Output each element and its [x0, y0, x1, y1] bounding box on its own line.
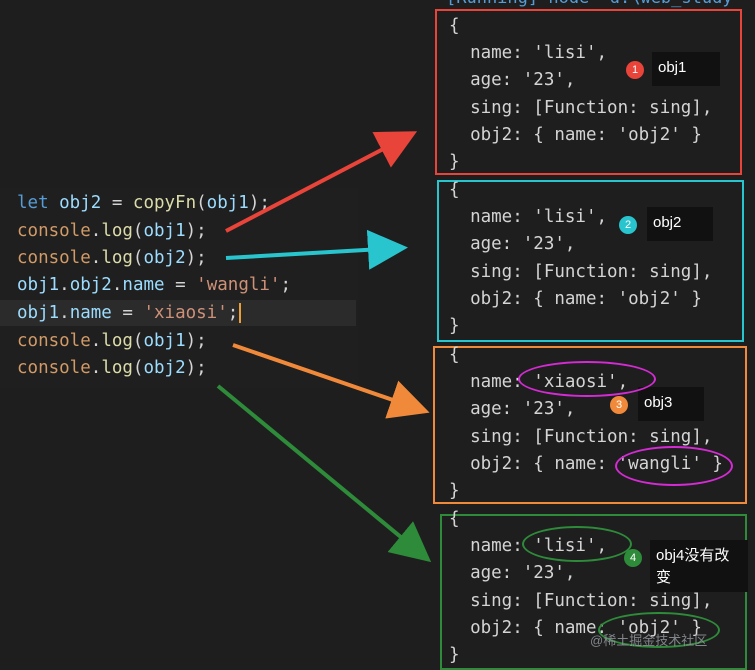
output-line: name: 'lisi',	[449, 207, 608, 228]
code-token: .	[90, 358, 102, 378]
code-token: log	[101, 331, 133, 351]
output-line: sing: [Function: sing],	[449, 261, 713, 282]
code-token: console	[17, 331, 91, 351]
output-line: {	[449, 345, 460, 365]
highlight-wangli	[615, 446, 733, 486]
code-token: console	[17, 248, 91, 268]
badge-number: 3	[610, 396, 628, 414]
code-token: .	[59, 275, 70, 295]
code-token: obj2	[143, 248, 186, 268]
code-token: ;	[280, 275, 292, 295]
code-token: 'wangli'	[196, 275, 281, 295]
code-token: (	[132, 358, 144, 378]
code-token: obj2	[69, 275, 112, 295]
code-token: =	[111, 303, 144, 323]
code-token: log	[101, 248, 133, 268]
output-line: sing: [Function: sing],	[449, 97, 713, 118]
terminal-header: [Running] node "d:\web_study	[446, 0, 733, 8]
output-line: }	[449, 316, 460, 337]
code-token: .	[90, 221, 102, 241]
output-line: obj2: { name: 'obj2' }	[449, 288, 702, 309]
badge-number: 4	[624, 549, 642, 567]
output-line: age: '23',	[449, 563, 576, 584]
watermark: @稀土掘金技术社区	[590, 633, 708, 648]
output-1-box	[435, 9, 742, 175]
code-token: copyFn	[132, 193, 197, 213]
code-line-4[interactable]: obj1.obj2.name = 'wangli';	[17, 272, 291, 298]
code-editor[interactable]: let obj2 = copyFn(obj1);console.log(obj1…	[0, 0, 358, 670]
code-token: (	[132, 331, 144, 351]
code-token: obj2	[48, 193, 102, 213]
code-token: );	[248, 193, 270, 213]
output-2-box	[437, 180, 744, 342]
highlight-lisi	[522, 526, 632, 562]
output-line: {	[449, 180, 460, 200]
code-token: ;	[227, 303, 239, 323]
highlight-xiaosi	[518, 361, 656, 397]
badge-label: obj3	[638, 387, 704, 421]
code-token: obj1	[17, 275, 60, 295]
code-token: .	[59, 303, 70, 323]
code-line-5[interactable]: obj1.name = 'xiaosi';	[0, 300, 356, 326]
output-1-text: { name: 'lisi', age: '23', sing: [Functi…	[449, 13, 712, 176]
code-token: log	[101, 221, 133, 241]
code-token: =	[164, 275, 197, 295]
badge-label: obj2	[647, 207, 713, 241]
code-token: );	[185, 221, 207, 241]
code-token: let	[17, 193, 49, 213]
code-token: obj1	[17, 303, 60, 323]
output-2-text: { name: 'lisi', age: '23', sing: [Functi…	[449, 177, 712, 340]
code-token: log	[101, 358, 133, 378]
code-line-2[interactable]: console.log(obj1);	[17, 218, 207, 244]
badge-label: obj4没有改变	[650, 540, 748, 592]
code-token: name	[69, 303, 112, 323]
code-token: 'xiaosi'	[143, 303, 228, 323]
code-token: (	[196, 193, 207, 213]
code-token: obj1	[143, 221, 186, 241]
highlight-obj2	[598, 612, 720, 648]
output-line: sing: [Function: sing],	[449, 426, 713, 447]
badge-label: obj1	[652, 52, 720, 86]
code-token: =	[101, 193, 133, 213]
output-3-box	[433, 346, 747, 504]
badge-number: 1	[626, 61, 644, 79]
output-line: }	[449, 152, 460, 173]
code-token: console	[17, 221, 91, 241]
code-token: );	[185, 248, 207, 268]
code-token: .	[111, 275, 123, 295]
text-cursor	[239, 303, 242, 323]
output-line: {	[449, 509, 460, 529]
output-line: obj2: { name: 'obj2' }	[449, 124, 702, 145]
output-line: {	[449, 16, 460, 36]
code-line-6[interactable]: console.log(obj1);	[17, 328, 207, 354]
code-token: obj2	[143, 358, 186, 378]
code-token: );	[185, 331, 207, 351]
output-line: age: '23',	[449, 399, 576, 420]
code-token: .	[90, 248, 102, 268]
output-line: }	[449, 645, 460, 666]
code-token: (	[132, 221, 144, 241]
output-line: sing: [Function: sing],	[449, 590, 713, 611]
output-line: age: '23',	[449, 234, 576, 255]
code-line-1[interactable]: let obj2 = copyFn(obj1);	[17, 190, 270, 216]
code-line-3[interactable]: console.log(obj2);	[17, 245, 207, 271]
code-token: obj1	[143, 331, 186, 351]
output-line: }	[449, 481, 460, 502]
code-token: console	[17, 358, 91, 378]
code-token: );	[185, 358, 207, 378]
code-token: .	[90, 331, 102, 351]
output-line: age: '23',	[449, 70, 576, 91]
output-line: name: 'lisi',	[449, 43, 608, 64]
badge-number: 2	[619, 216, 637, 234]
code-token: name	[122, 275, 165, 295]
output-4-box	[440, 514, 747, 670]
code-line-7[interactable]: console.log(obj2);	[17, 355, 207, 381]
code-token: (	[132, 248, 144, 268]
code-token: obj1	[206, 193, 249, 213]
